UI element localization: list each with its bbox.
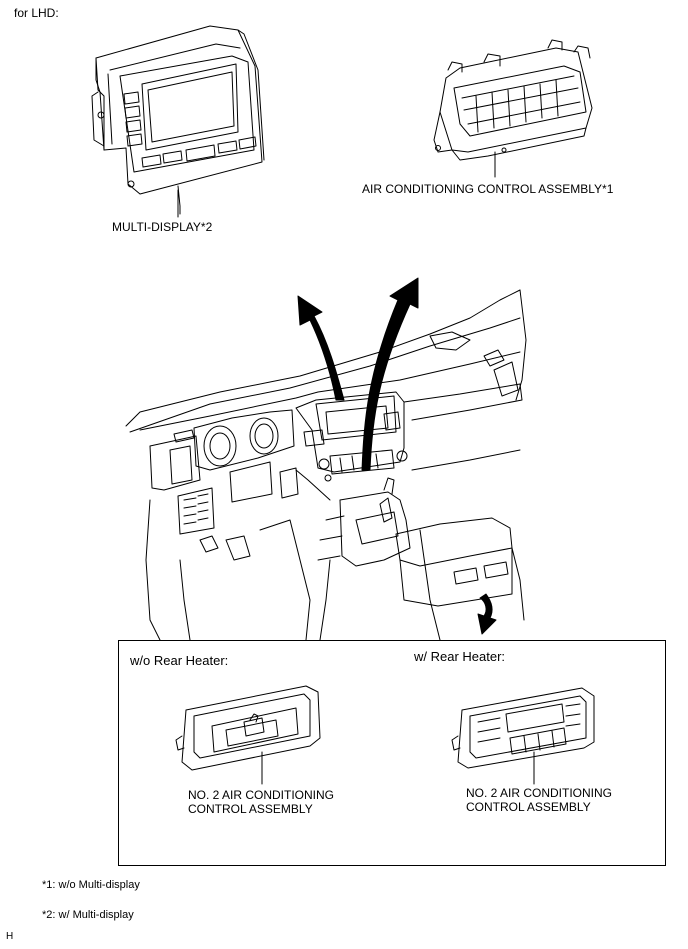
with-heater-part-line1: NO. 2 AIR CONDITIONING xyxy=(466,786,613,800)
rear-panel-without-heater xyxy=(175,685,321,771)
without-rear-heater-title: w/o Rear Heater: xyxy=(130,653,229,668)
without-heater-part-line2: CONTROL ASSEMBLY xyxy=(188,802,313,816)
ac-control-label: AIR CONDITIONING CONTROL ASSEMBLY*1 xyxy=(362,182,614,196)
removal-arrows xyxy=(297,277,497,635)
multi-display-label: MULTI-DISPLAY*2 xyxy=(112,220,213,234)
with-heater-part-line2: CONTROL ASSEMBLY xyxy=(466,800,591,814)
rear-heater-box xyxy=(118,640,666,866)
variant-label: for LHD: xyxy=(14,6,59,20)
with-rear-heater-title: w/ Rear Heater: xyxy=(414,649,506,664)
ac-control-drawing xyxy=(433,39,593,161)
rear-panel-with-heater xyxy=(451,687,595,769)
multi-display-drawing xyxy=(91,25,265,215)
dashboard-drawing xyxy=(125,289,527,641)
without-heater-part-line1: NO. 2 AIR CONDITIONING xyxy=(188,788,335,802)
footnote-1: *1: w/o Multi-display xyxy=(42,879,140,891)
corner-code: H xyxy=(6,931,14,942)
footnote-2: *2: w/ Multi-display xyxy=(42,909,134,921)
